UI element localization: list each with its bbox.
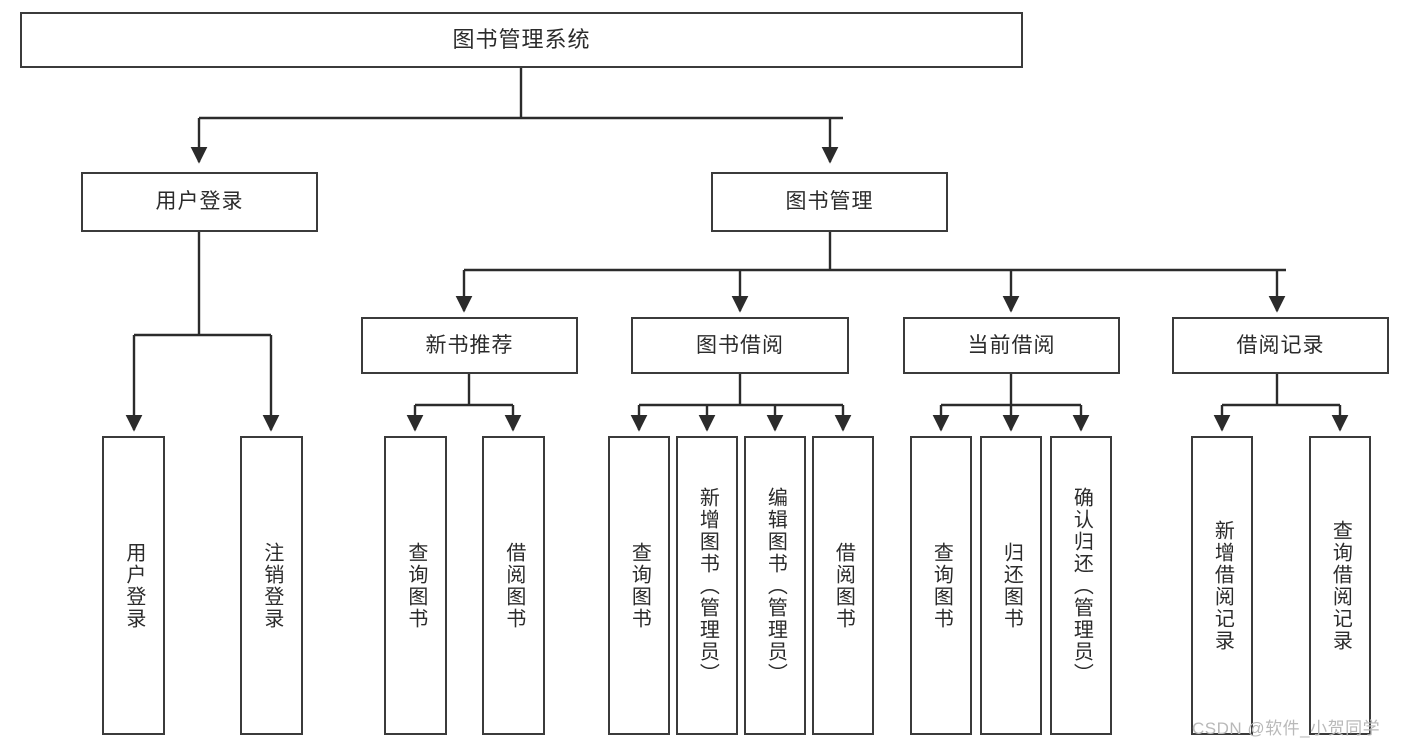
leaf-borrow-add-book-admin[interactable]: 新增图书（管理员） [676,436,738,735]
node-new-book-recommend[interactable]: 新书推荐 [361,317,578,374]
leaf-current-return-book[interactable]: 归还图书 [980,436,1042,735]
node-borrow-record-label: 借阅记录 [1236,333,1325,357]
node-borrow-record[interactable]: 借阅记录 [1172,317,1389,374]
leaf-newbook-borrow-book-label: 借阅图书 [502,541,525,630]
leaf-user-login-label: 用户登录 [122,541,145,630]
leaf-record-query-record[interactable]: 查询借阅记录 [1309,436,1371,735]
node-current-borrow[interactable]: 当前借阅 [903,317,1120,374]
leaf-newbook-borrow-book[interactable]: 借阅图书 [482,436,545,735]
leaf-record-query-record-label: 查询借阅记录 [1329,519,1352,652]
leaf-borrow-edit-book-admin-label: 编辑图书（管理员） [764,486,787,685]
node-book-borrow[interactable]: 图书借阅 [631,317,849,374]
leaf-borrow-query-book-label: 查询图书 [628,541,651,630]
leaf-borrow-borrow-book-label: 借阅图书 [832,541,855,630]
leaf-record-add-record[interactable]: 新增借阅记录 [1191,436,1253,735]
node-book-management-label: 图书管理 [785,190,874,214]
node-book-borrow-label: 图书借阅 [696,333,784,357]
leaf-newbook-query-book-label: 查询图书 [404,541,427,630]
leaf-current-query-book[interactable]: 查询图书 [910,436,972,735]
leaf-record-add-record-label: 新增借阅记录 [1211,519,1234,652]
leaf-newbook-query-book[interactable]: 查询图书 [384,436,447,735]
node-root-title-label: 图书管理系统 [452,26,591,52]
leaf-current-confirm-return-admin-label: 确认归还（管理员） [1070,486,1093,685]
leaf-current-return-book-label: 归还图书 [1000,541,1023,630]
leaf-current-confirm-return-admin[interactable]: 确认归还（管理员） [1050,436,1112,735]
node-current-borrow-label: 当前借阅 [967,333,1056,357]
node-root-title[interactable]: 图书管理系统 [20,12,1023,68]
node-book-management[interactable]: 图书管理 [711,172,948,232]
node-new-book-recommend-label: 新书推荐 [425,333,514,357]
leaf-user-logout-label: 注销登录 [260,541,283,630]
node-user-login-label: 用户登录 [155,190,244,214]
leaf-borrow-query-book[interactable]: 查询图书 [608,436,670,735]
leaf-borrow-borrow-book[interactable]: 借阅图书 [812,436,874,735]
watermark-text: CSDN @软件_小贺同学 [1192,719,1381,738]
leaf-borrow-edit-book-admin[interactable]: 编辑图书（管理员） [744,436,806,735]
leaf-current-query-book-label: 查询图书 [930,541,953,630]
node-user-login[interactable]: 用户登录 [81,172,318,232]
leaf-user-login[interactable]: 用户登录 [102,436,165,735]
leaf-user-logout[interactable]: 注销登录 [240,436,303,735]
leaf-borrow-add-book-admin-label: 新增图书（管理员） [696,486,719,685]
